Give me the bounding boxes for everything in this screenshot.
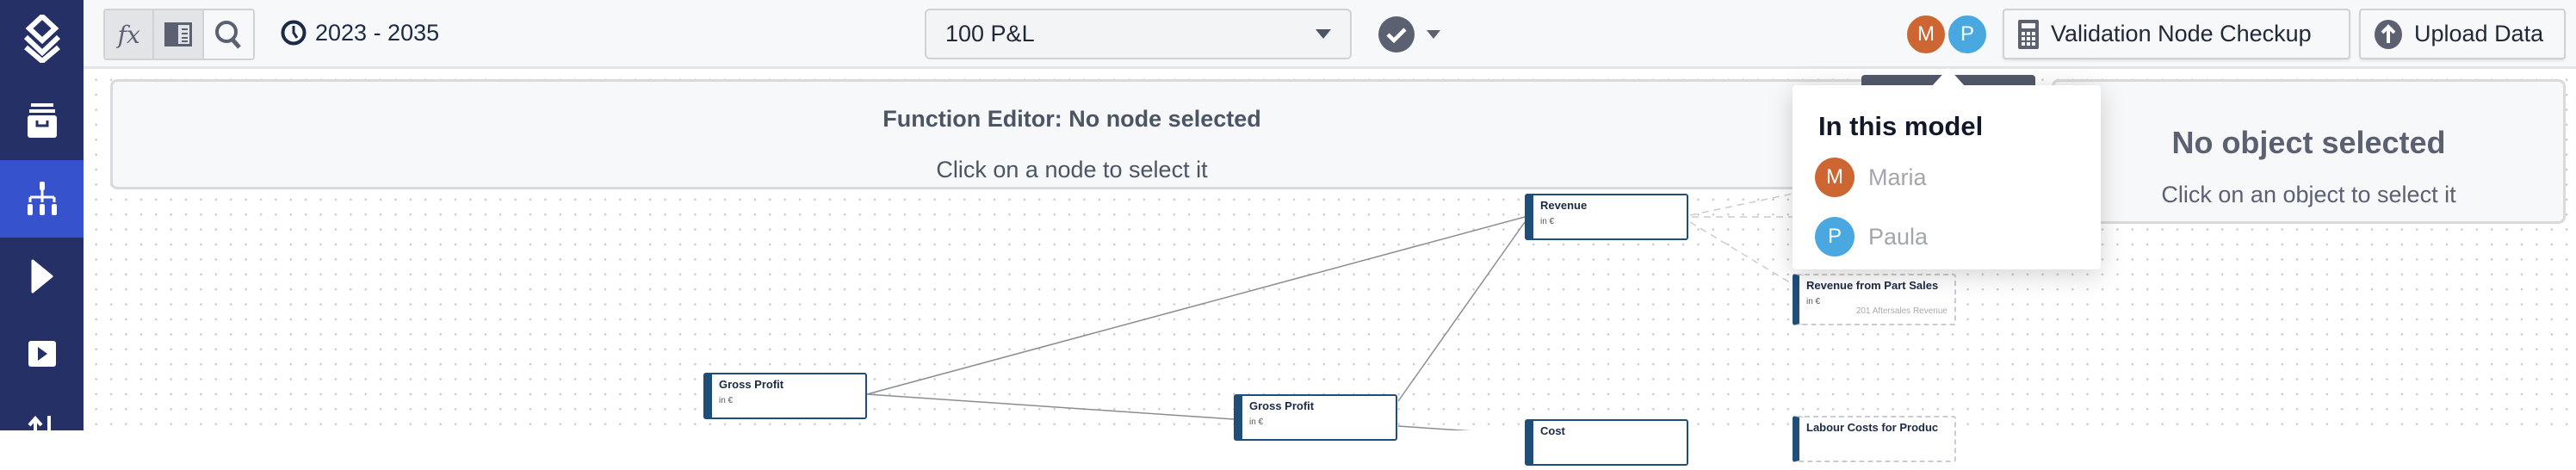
node-cost[interactable]: Cost bbox=[1525, 419, 1688, 466]
collaborator-maria[interactable]: M Maria bbox=[1815, 158, 1927, 197]
node-unit: in € bbox=[1806, 297, 1821, 306]
avatar-initial: M bbox=[1917, 22, 1935, 46]
button-label: Upload Data bbox=[2414, 21, 2544, 46]
node-title: Gross Profit bbox=[1249, 399, 1315, 412]
sort-arrows-icon bbox=[27, 415, 57, 448]
top-toolbar: fx 2023 - 2035 100 P&L M P Validation No… bbox=[84, 0, 2576, 69]
model-select-value: 100 P&L bbox=[945, 21, 1035, 46]
edge bbox=[866, 393, 1235, 420]
edge-dashed bbox=[1689, 221, 1793, 285]
node-title: Gross Profit bbox=[719, 378, 784, 391]
layers-logo-icon bbox=[23, 15, 60, 63]
sidebar-item-video[interactable] bbox=[0, 315, 84, 393]
edge-dashed bbox=[1689, 193, 1793, 216]
node-revenue[interactable]: Revenue in € bbox=[1525, 194, 1688, 240]
side-panel-toggle[interactable] bbox=[154, 10, 204, 59]
fx-icon: fx bbox=[117, 20, 140, 49]
period-text: 2023 - 2035 bbox=[315, 19, 440, 46]
sidebar bbox=[0, 0, 84, 448]
avatar: P bbox=[1815, 217, 1855, 257]
avatar-initial: P bbox=[1827, 225, 1842, 248]
view-toggle-group: fx bbox=[103, 9, 255, 60]
avatar-initial: P bbox=[1960, 22, 1974, 46]
node-unit: in € bbox=[719, 396, 734, 405]
sidebar-item-archive[interactable] bbox=[0, 82, 84, 159]
object-inspector-panel: No object selected Click on an object to… bbox=[2052, 79, 2566, 224]
caret-down-icon bbox=[1427, 30, 1440, 39]
node-unit: in € bbox=[1540, 217, 1555, 226]
edge bbox=[1397, 221, 1526, 402]
video-icon bbox=[28, 341, 56, 367]
model-select[interactable]: 100 P&L bbox=[925, 9, 1352, 59]
function-editor-toggle[interactable]: fx bbox=[105, 10, 155, 59]
panel-icon bbox=[164, 22, 193, 46]
node-connections bbox=[866, 193, 1793, 430]
search-icon bbox=[215, 21, 242, 49]
node-gross-profit[interactable]: Gross Profit in € bbox=[703, 373, 867, 419]
upload-data-button[interactable]: Upload Data bbox=[2359, 9, 2566, 59]
edge bbox=[866, 216, 1526, 395]
play-icon bbox=[31, 259, 53, 294]
calculator-icon bbox=[2018, 19, 2039, 49]
function-editor-subtitle: Click on a node to select it bbox=[936, 157, 1208, 182]
node-unit: in € bbox=[1249, 417, 1264, 427]
search-button[interactable] bbox=[204, 10, 253, 59]
caret-down-icon bbox=[1316, 28, 1331, 39]
sidebar-item-import-export[interactable] bbox=[0, 393, 84, 470]
popover-title: In this model bbox=[1818, 111, 1984, 141]
sidebar-item-model-graph[interactable] bbox=[0, 160, 84, 238]
check-circle-icon bbox=[1378, 16, 1415, 53]
collaborators-popover: In this model M Maria P Paula bbox=[1793, 68, 2101, 269]
function-editor-title: Function Editor: No node selected bbox=[882, 106, 1261, 132]
validation-status[interactable] bbox=[1378, 16, 1440, 53]
upload-circle-icon bbox=[2375, 19, 2402, 49]
node-title: Revenue from Part Sales bbox=[1806, 279, 1939, 292]
app-logo[interactable] bbox=[0, 0, 84, 77]
edge bbox=[1397, 425, 1471, 430]
avatar-initial: M bbox=[1826, 165, 1843, 189]
object-panel-title: No object selected bbox=[2171, 125, 2446, 160]
avatar-maria[interactable]: M bbox=[1905, 14, 1947, 55]
function-editor-panel: Function Editor: No node selected Click … bbox=[110, 79, 2034, 189]
node-gross-profit-2[interactable]: Gross Profit in € bbox=[1234, 394, 1397, 441]
sidebar-item-run[interactable] bbox=[0, 238, 84, 315]
node-reference: 201 Aftersales Revenue bbox=[1855, 306, 1947, 316]
node-title: Cost bbox=[1540, 424, 1565, 437]
popover-arrow bbox=[1931, 68, 1966, 87]
node-revenue-part-sales[interactable]: Revenue from Part Sales in € 201 Aftersale… bbox=[1793, 274, 1956, 325]
validation-node-checkup-button[interactable]: Validation Node Checkup bbox=[2003, 9, 2350, 59]
clock-icon bbox=[281, 20, 307, 46]
sitemap-icon bbox=[27, 182, 57, 215]
button-label: Validation Node Checkup bbox=[2051, 21, 2312, 46]
object-panel-subtitle: Click on an object to select it bbox=[2161, 182, 2456, 207]
avatar-paula[interactable]: P bbox=[1947, 14, 1988, 55]
collaborator-name: Paula bbox=[1868, 223, 1929, 250]
node-title: Revenue bbox=[1540, 199, 1588, 212]
period-range[interactable]: 2023 - 2035 bbox=[281, 19, 439, 46]
avatar: M bbox=[1815, 158, 1855, 197]
archive-icon bbox=[27, 103, 57, 138]
collaborator-paula[interactable]: P Paula bbox=[1815, 217, 1928, 257]
node-title: Labour Costs for Produc bbox=[1806, 421, 1939, 434]
node-labour-costs[interactable]: Labour Costs for Produc bbox=[1793, 416, 1956, 462]
collaborator-name: Maria bbox=[1868, 164, 1927, 190]
